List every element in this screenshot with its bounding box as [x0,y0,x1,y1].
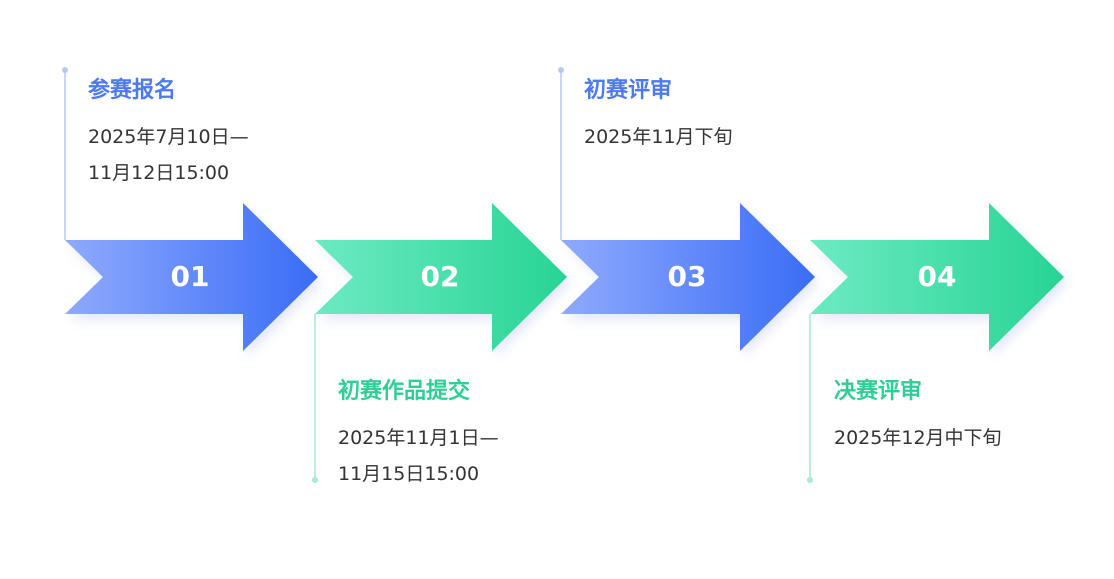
step-date-1-line1: 2025年7月10日— [88,126,249,148]
step-title-4: 决赛评审 [834,379,923,404]
step-title-2: 初赛作品提交 [338,379,471,404]
step-date-4-line1: 2025年12月中下旬 [834,427,1002,449]
step-title-3: 初赛评审 [584,78,673,103]
step-arrow-4 [810,203,1064,351]
step-date-3-line1: 2025年11月下旬 [584,126,733,148]
step-arrow-2 [315,203,567,351]
connector-dot-3 [558,67,564,73]
step-date-2-line2: 11月15日15:00 [338,463,480,485]
step-number-1: 01 [170,260,210,293]
step-title-1: 参赛报名 [88,78,177,103]
step-arrow-1 [65,203,318,351]
step-arrow-3 [561,203,815,351]
step-number-2: 02 [420,260,460,293]
connector-dot-4 [807,477,813,483]
step-date-1-line2: 11月12日15:00 [88,162,230,184]
connector-dot-2 [312,477,318,483]
step-number-3: 03 [667,260,707,293]
connector-dot-1 [62,67,68,73]
step-date-2-line1: 2025年11月1日— [338,427,499,449]
step-number-4: 04 [917,260,957,293]
